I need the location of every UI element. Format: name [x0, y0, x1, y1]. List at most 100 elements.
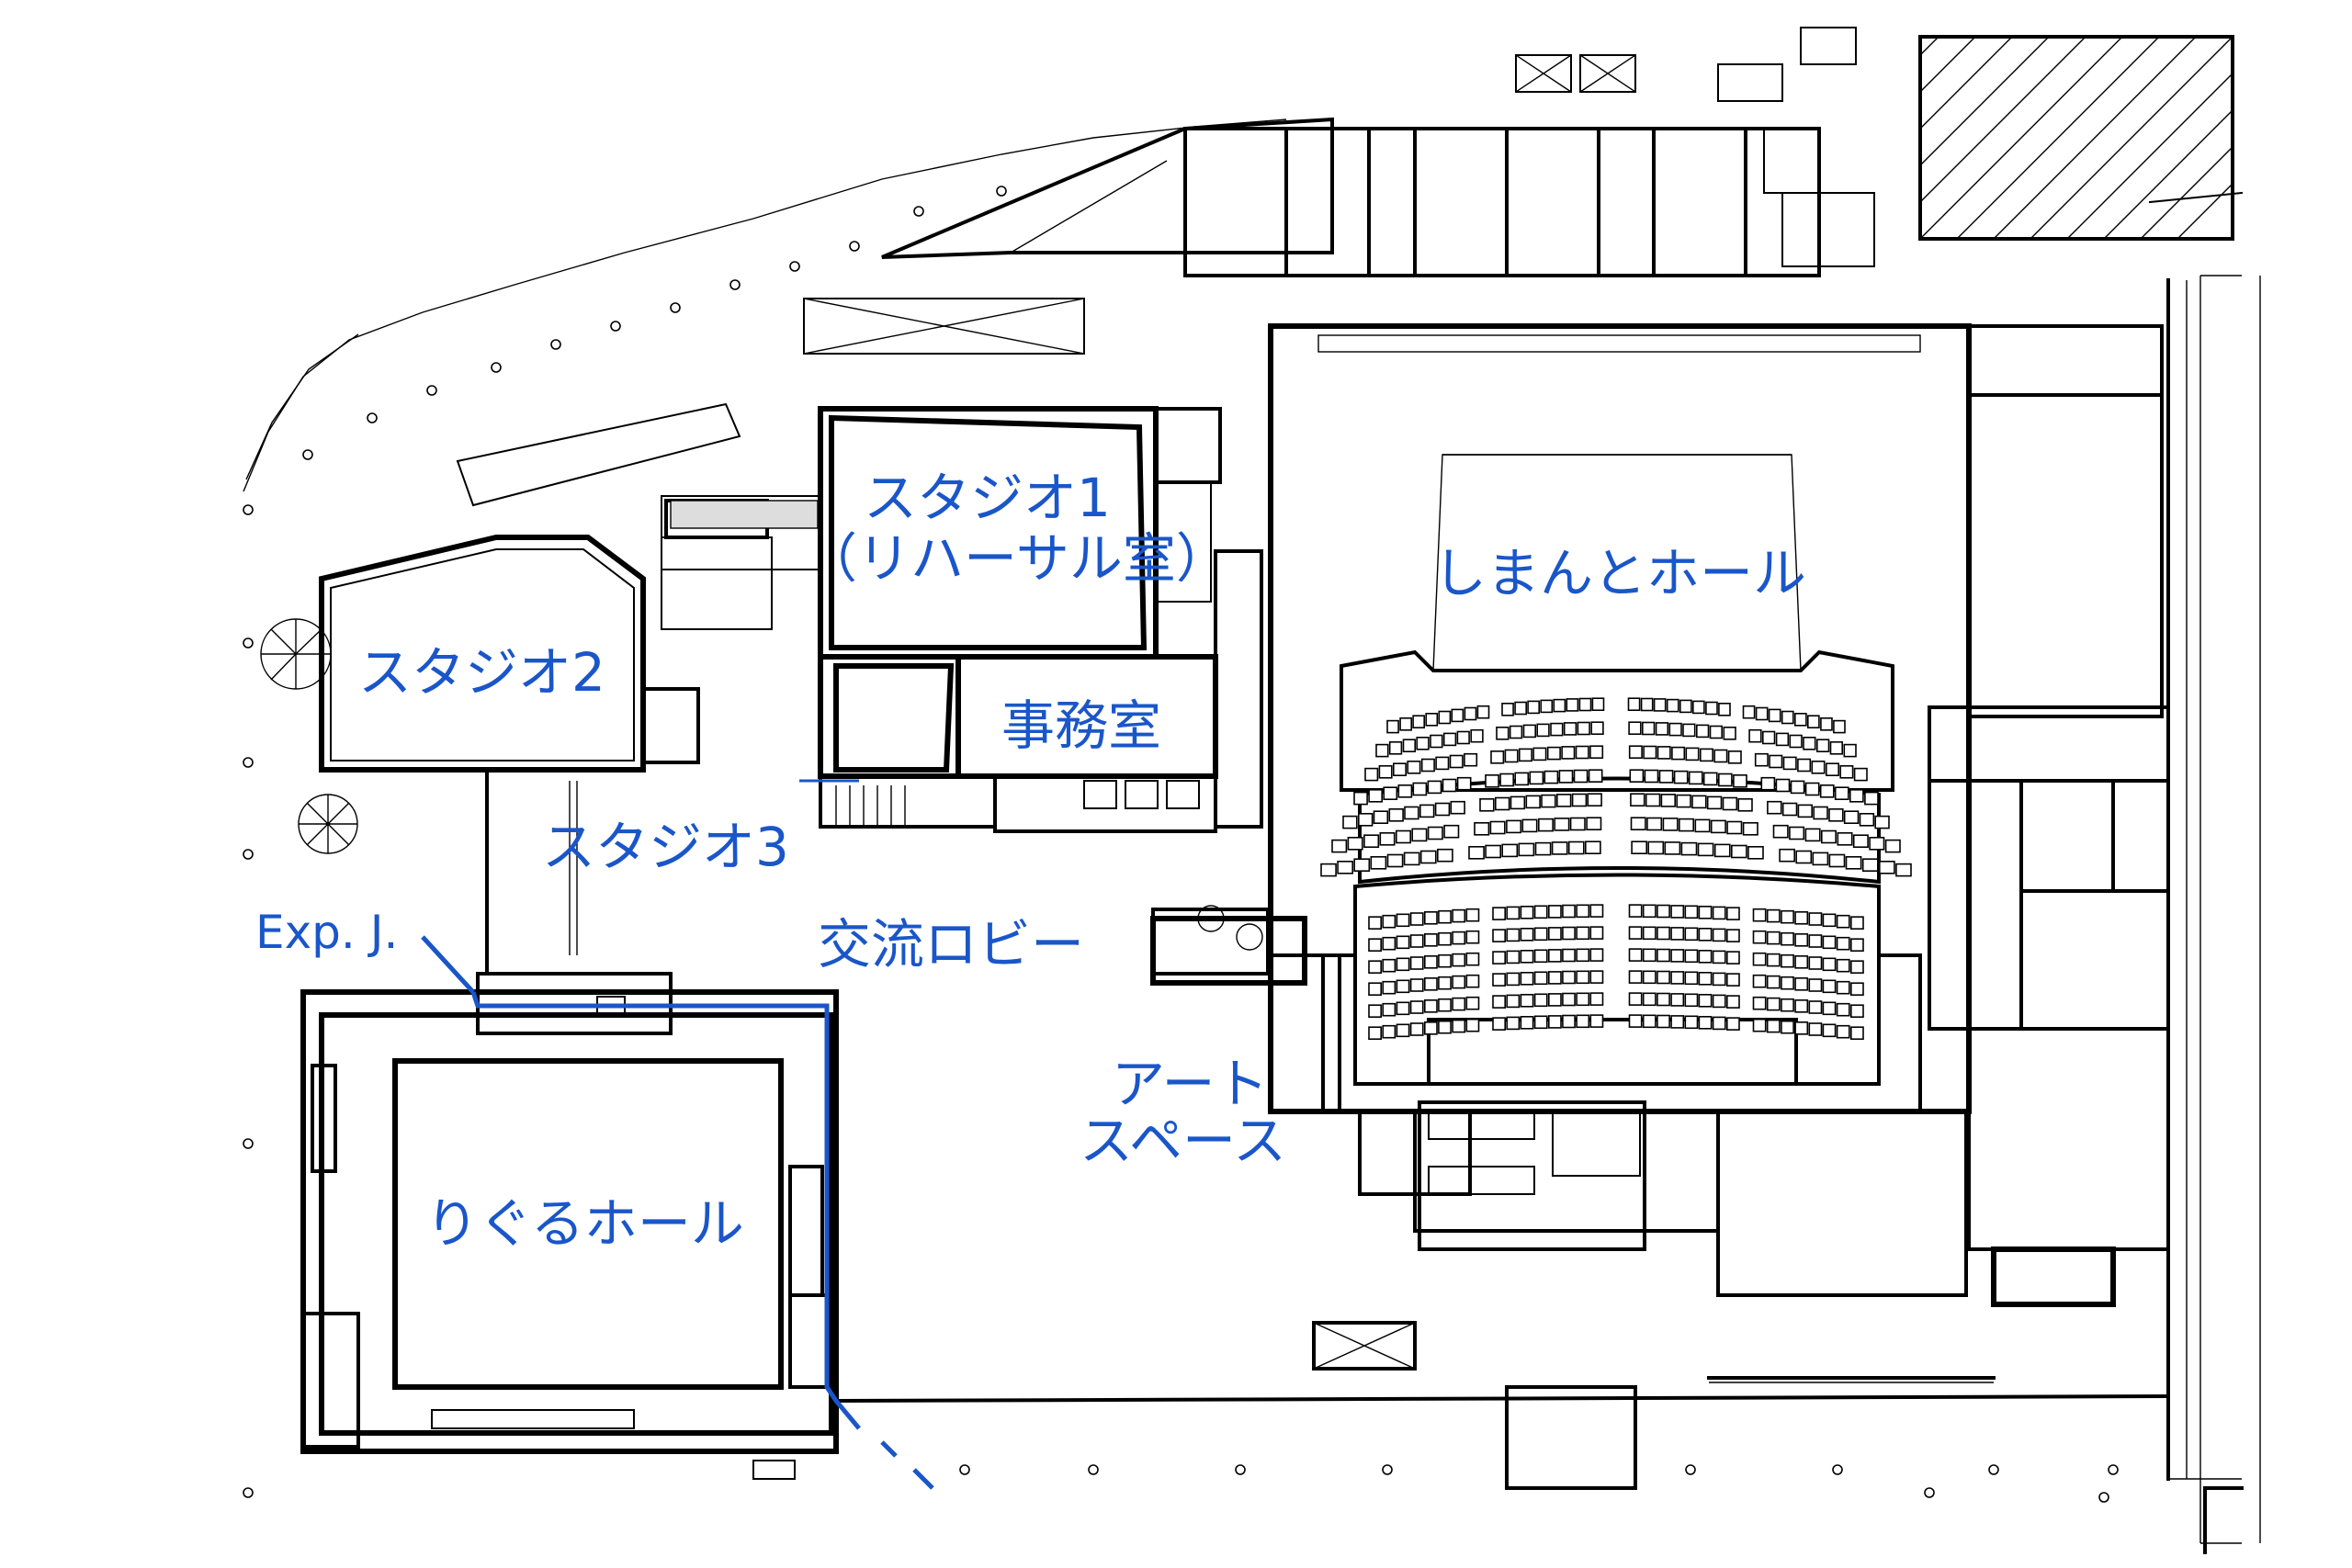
label-lobby: 交流ロビー — [818, 913, 1084, 976]
seat — [1320, 863, 1337, 877]
seat — [1712, 1016, 1726, 1031]
seat — [1684, 971, 1699, 986]
seat — [1465, 930, 1480, 944]
seat — [1628, 970, 1643, 984]
seat — [1836, 936, 1850, 951]
seat — [1895, 863, 1912, 877]
seat — [1797, 758, 1812, 773]
tree-symbol — [298, 794, 358, 854]
seat — [1697, 842, 1714, 857]
seat — [1506, 1016, 1521, 1031]
seat — [1554, 818, 1570, 831]
seat — [1452, 953, 1466, 967]
seat — [1464, 752, 1478, 767]
seat — [1752, 1018, 1767, 1032]
seat — [1836, 980, 1850, 995]
seat — [1852, 834, 1869, 849]
seat — [1706, 795, 1723, 810]
seat — [1766, 931, 1781, 945]
seat — [1864, 791, 1879, 806]
seat — [1412, 782, 1428, 796]
east-boundary — [2166, 275, 2261, 1554]
seat — [1506, 950, 1521, 964]
seat — [1544, 770, 1559, 784]
seat — [1576, 926, 1590, 941]
seat — [1373, 810, 1389, 825]
seat — [1520, 950, 1534, 964]
seat — [1409, 1022, 1424, 1036]
seat — [1795, 850, 1813, 864]
lobby-kiosk — [1150, 916, 1341, 1113]
seat — [1506, 994, 1521, 1009]
seat — [1781, 998, 1794, 1012]
seat — [1781, 953, 1794, 968]
seat — [1642, 948, 1657, 963]
seat — [1533, 1015, 1548, 1030]
seat — [1628, 904, 1643, 918]
seat — [1342, 815, 1358, 829]
seat — [1657, 970, 1670, 985]
seat — [1548, 993, 1562, 1007]
seat — [1808, 1022, 1823, 1036]
seat — [1692, 700, 1705, 715]
seat — [1861, 858, 1879, 873]
seat — [1671, 746, 1686, 761]
seat — [1813, 806, 1828, 820]
seat — [1760, 776, 1776, 791]
seat — [1585, 840, 1601, 855]
seat — [1424, 1021, 1438, 1035]
seat — [1630, 817, 1646, 831]
seat — [1587, 793, 1602, 807]
seat — [1645, 793, 1661, 807]
seat — [1388, 807, 1404, 822]
seat — [1438, 953, 1452, 968]
seat — [1630, 793, 1645, 807]
seat — [1747, 845, 1764, 860]
seat — [1368, 938, 1382, 953]
seat — [1702, 772, 1718, 786]
seat — [1629, 769, 1645, 784]
seat — [1644, 769, 1659, 784]
seat — [1790, 780, 1805, 795]
seat — [1404, 806, 1419, 820]
seat — [1562, 904, 1576, 919]
seat — [1499, 773, 1514, 787]
seat — [1465, 952, 1480, 966]
seat — [1510, 795, 1526, 810]
seat — [1828, 807, 1844, 822]
seat — [1752, 996, 1767, 1010]
north-ramps — [456, 117, 1334, 507]
seat — [1822, 913, 1837, 928]
seat — [1495, 796, 1510, 811]
riguru-hall — [300, 972, 839, 1480]
seat — [1396, 957, 1410, 972]
label-office: 事務室 — [1001, 694, 1161, 757]
seat — [1879, 860, 1895, 874]
seat — [1794, 1021, 1809, 1035]
seat — [1726, 1017, 1740, 1031]
seat — [1698, 994, 1713, 1008]
seat — [1430, 734, 1443, 749]
seat — [1766, 997, 1781, 1011]
seat — [1541, 794, 1556, 808]
seat — [1571, 793, 1588, 807]
label-studio1-sub: （リハーサル室） — [804, 527, 1229, 590]
seat — [1562, 970, 1576, 985]
studio-2 — [319, 499, 773, 773]
seat — [1520, 972, 1534, 986]
seat — [1589, 992, 1604, 1006]
seat — [1679, 818, 1695, 832]
seat — [1347, 836, 1363, 851]
seat — [1492, 929, 1506, 942]
seat — [1781, 710, 1794, 725]
northeast-hatched-block — [1918, 35, 2244, 241]
seat — [1646, 817, 1663, 831]
seat — [1712, 972, 1726, 987]
seat — [1679, 699, 1692, 714]
seat — [1712, 994, 1726, 1009]
seat — [1589, 904, 1604, 918]
seat — [1520, 994, 1534, 1008]
seat — [1733, 773, 1747, 788]
seat — [1789, 734, 1803, 749]
seat — [1642, 926, 1657, 941]
